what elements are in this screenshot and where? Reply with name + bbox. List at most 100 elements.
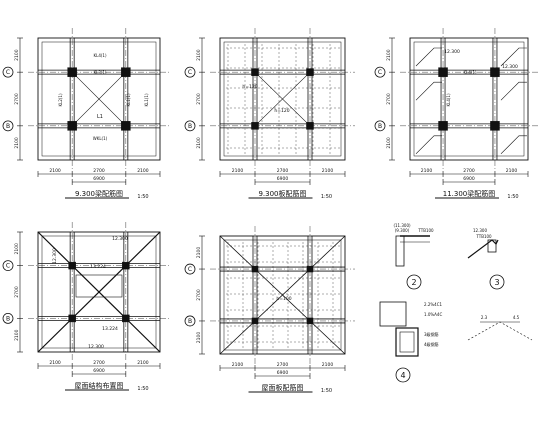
rebar-label: 1.0%A4C (424, 312, 442, 317)
plan-title: 屋面结构布置图 (75, 381, 124, 390)
slab-inner-outline (413, 41, 525, 157)
dim-text: 2100 (196, 332, 202, 344)
dim-total-text: 6900 (93, 176, 105, 182)
dim-text: 2100 (196, 137, 202, 149)
detail-number: 2 (411, 278, 416, 287)
slope-line (500, 47, 527, 67)
detail-bubble (395, 367, 411, 383)
beam-label: KL1(1) (144, 93, 149, 107)
detail-bubble (406, 274, 422, 290)
axis-bubble-label: B (378, 123, 382, 130)
column-section (395, 235, 405, 267)
rebar-label: TTB100 (417, 228, 434, 233)
column (490, 121, 500, 131)
eave-section (467, 239, 499, 259)
slab-outline (37, 37, 161, 161)
dim-text: 2100 (421, 168, 433, 174)
dim-text: 2.3 (481, 315, 488, 320)
dim-total-text: 6900 (277, 176, 289, 182)
plan-scale: 1:50 (507, 194, 518, 200)
dim-text: 2100 (137, 168, 149, 174)
slab-inner-outline (41, 235, 157, 349)
beam-label: KL3(1) (93, 70, 107, 75)
dim-text: 2100 (386, 49, 392, 61)
dim-text: 2700 (277, 168, 289, 174)
plan-scale: 1:50 (321, 388, 332, 394)
elevation-label: 13.224 (90, 264, 106, 270)
dim-text: 2700 (93, 360, 105, 366)
axis-bubble-b (2, 312, 14, 324)
dim-text: 2100 (386, 137, 392, 149)
dim-text: 2700 (277, 362, 289, 368)
detail-bubble (489, 274, 505, 290)
elevation-label: 12.300 (473, 228, 487, 233)
plan-title: 屋面板配筋图 (262, 383, 304, 392)
slab-outline (219, 37, 346, 161)
axis-bubble-c (374, 66, 386, 78)
column (490, 67, 500, 77)
beam-label: KL4(1) (446, 93, 451, 107)
column (438, 67, 448, 77)
slope-line (415, 47, 442, 67)
axis-bubble-c (184, 263, 196, 275)
axis-bubble-label: B (6, 315, 10, 322)
dim-text: 2100 (14, 49, 20, 61)
dim-text: 2100 (14, 243, 20, 255)
detail-section-box (379, 301, 407, 327)
dim-text: 2100 (196, 247, 202, 259)
slope-line (415, 81, 442, 101)
dim-text: 2100 (232, 362, 244, 368)
axis-bubble-label: C (6, 263, 10, 270)
dim-total-text: 6900 (93, 368, 105, 374)
elevation-label: 12.300 (52, 248, 58, 264)
rebar-label: 3级钢筋 (424, 331, 439, 337)
elevation-label: (11.300) (393, 223, 411, 228)
plan-scale: 1:50 (137, 386, 148, 392)
dim-text: 2700 (14, 93, 20, 105)
dim-text: 2100 (14, 137, 20, 149)
plan-title: 9.300梁配筋图 (75, 189, 123, 198)
axis-bubble-b (2, 120, 14, 132)
column-core (399, 331, 415, 353)
detail-number: 3 (494, 278, 499, 287)
dim-text: 2700 (463, 168, 475, 174)
dim-text: 2700 (196, 93, 202, 105)
axis-bubble-label: C (378, 69, 382, 76)
hip-beam-edge (39, 233, 159, 351)
dim-text: 2700 (14, 286, 20, 298)
hip-beam (219, 235, 346, 355)
rebar-label: 4级钢筋 (424, 341, 439, 347)
axis-bubble-c (2, 66, 14, 78)
dim-text: 2700 (93, 168, 105, 174)
dim-text: 2100 (14, 329, 20, 341)
slope-line (500, 135, 527, 155)
beam-label: L1 (97, 114, 103, 120)
plan-scale: 1:50 (321, 194, 332, 200)
dim-text: 2700 (196, 289, 202, 301)
elevation-label: 12.300 (112, 236, 128, 242)
axis-bubble-label: B (6, 123, 10, 130)
plan-scale: 1:50 (137, 194, 148, 200)
slab-thickness-label: h=120 (242, 84, 257, 90)
cross-brace (254, 71, 311, 127)
axis-bubble-c (2, 260, 14, 272)
slab-outline (409, 37, 529, 161)
detail-2: (9.300)(11.300) TTB100 2 (393, 223, 434, 290)
elevation-label: 13.224 (102, 326, 118, 332)
edge-beam-section (487, 239, 497, 253)
elevation-label: (9.300) (395, 228, 410, 233)
axis-bubble-label: C (6, 69, 10, 76)
dim-text: 2700 (386, 93, 392, 105)
slab-outline (37, 231, 161, 353)
slope-line (500, 81, 527, 101)
elevation-label: 12.300 (88, 344, 104, 350)
dim-total-text: 6900 (463, 176, 475, 182)
dim-text: 2100 (137, 360, 149, 366)
dim-total-text: 6900 (277, 370, 289, 376)
slab-inner-outline (41, 41, 157, 157)
slab-outline (219, 235, 346, 355)
beam-label: KL4(1) (463, 70, 477, 75)
axis-bubble-b (184, 120, 196, 132)
